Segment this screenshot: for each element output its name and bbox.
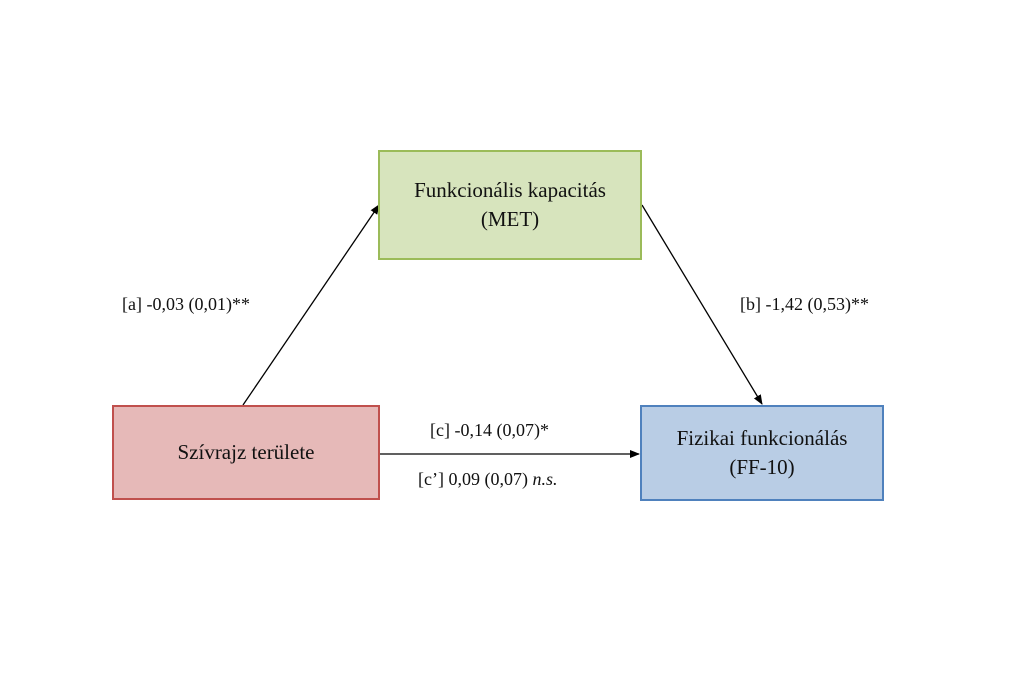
mediator-box: Funkcionális kapacitás (MET)	[378, 150, 642, 260]
path-c-prime-significance: n.s.	[532, 469, 558, 489]
path-b-label: [b] -1,42 (0,53)**	[740, 294, 869, 314]
predictor-box: Szívrajz területe	[112, 405, 380, 500]
arrow-a	[242, 204, 380, 406]
path-c-prime-text: [c’] 0,09 (0,07)	[418, 469, 533, 489]
path-a-label: [a] -0,03 (0,01)**	[122, 294, 250, 314]
arrow-b	[641, 204, 763, 405]
path-c-prime-label: [c’] 0,09 (0,07) n.s.	[418, 468, 557, 490]
outcome-box: Fizikai funkcionálás (FF-10)	[640, 405, 884, 501]
predictor-label: Szívrajz területe	[177, 440, 315, 464]
path-c-label: [c] -0,14 (0,07)*	[430, 420, 549, 440]
mediator-label-line1: Funkcionális kapacitás	[414, 178, 606, 202]
outcome-label-line1: Fizikai funkcionálás	[676, 426, 848, 450]
mediator-label-line2: (MET)	[480, 207, 540, 231]
outcome-label-line2: (FF-10)	[729, 455, 795, 479]
